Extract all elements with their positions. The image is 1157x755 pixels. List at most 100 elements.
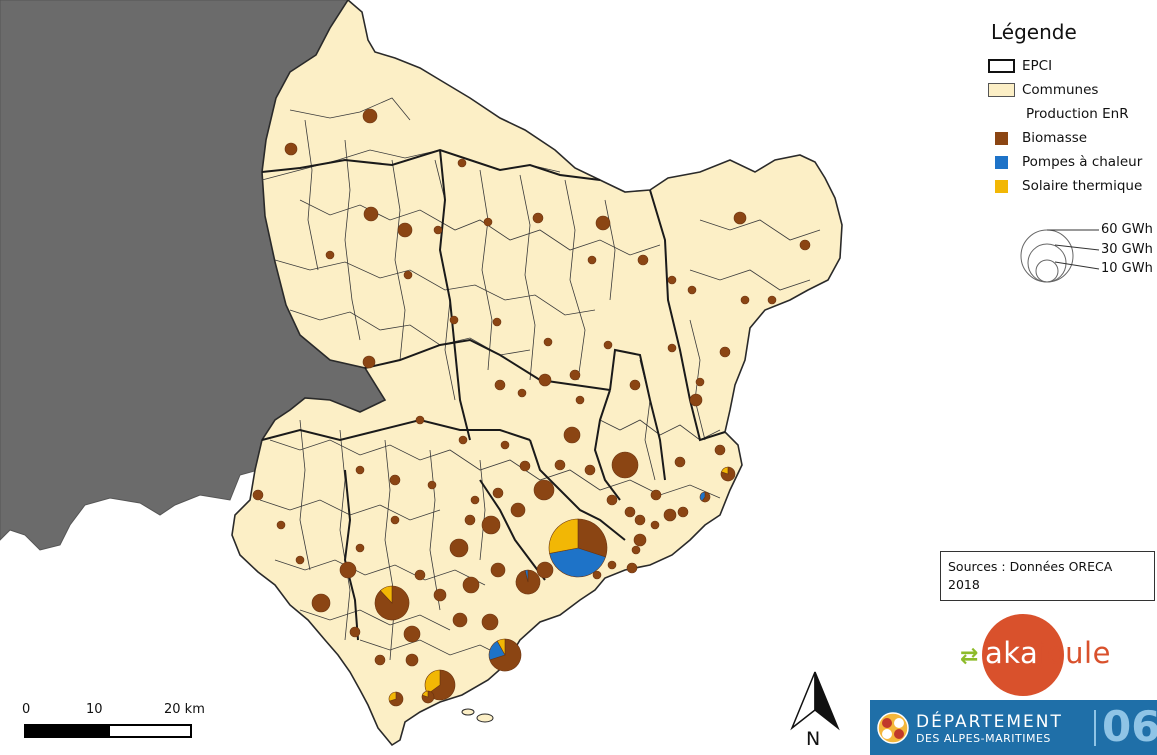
size-legend: 60 GWh 30 GWh 10 GWh [1015,222,1157,288]
department-territory [231,0,843,747]
pie-slice [689,393,703,407]
legend-title: Légende [991,20,1077,44]
communes-swatch [988,83,1015,97]
pie-slice [549,547,606,578]
pie-slice [695,377,705,387]
island [476,713,494,723]
pie-slice [252,489,264,501]
pie-slice [362,355,376,369]
sources-line1: Sources : Données ORECA [948,559,1113,574]
pie-slice [650,489,662,501]
pie-slice [510,502,526,518]
size-leader-10 [1054,261,1100,270]
pie-slice [355,465,365,475]
pie-slice [325,250,335,260]
island [461,708,475,716]
pie-slice [414,569,426,581]
pie-slice [577,518,608,558]
pie-slice [606,494,618,506]
pie-slice [674,456,686,468]
pie-slice [595,215,611,231]
scale-bar: 0 10 20 km [22,702,212,742]
seal-icon [877,712,909,744]
pie-slice [629,379,641,391]
pie-slice [701,491,711,503]
pie-slice [388,691,397,702]
legend-pac-label: Pompes à chaleur [1022,154,1143,170]
north-arrow: N [780,670,850,755]
scale-tick-0: 0 [22,702,31,717]
pie-slice [276,520,286,530]
sources-box: Sources : Données ORECA 2018 [940,551,1155,601]
pie-charts-layer [252,108,811,707]
pie-slice [492,487,504,499]
pie-slice [767,295,777,305]
north-arrow-icon [790,671,816,731]
pie-slice [470,495,480,505]
departement-banner [870,700,1157,755]
departement-number: 06 [1102,702,1157,751]
pie-slice [687,285,697,295]
pie-slice [339,561,357,579]
pie-slice [740,295,750,305]
pie-slice [634,514,646,526]
pie-slice [554,459,566,471]
north-label: N [806,728,821,750]
pie-slice [663,508,677,522]
pac-swatch [995,155,1008,169]
pie-slice [311,593,331,613]
arrows-icon: ⇄ [960,644,979,669]
pie-slice [295,555,305,565]
pie-slice [379,585,393,604]
pie-slice [533,479,555,501]
pie-slice [631,545,641,555]
legend-epci: EPCI [988,54,1157,78]
legend-biomasse: Biomasse [988,126,1157,150]
pie-slice [421,690,429,698]
pie-slice [611,451,639,479]
pie-slice [415,415,425,425]
pie-slice [449,538,469,558]
pie-slice [517,388,527,398]
pie-slice [575,395,585,405]
pie-slice [592,570,602,580]
pie-slice [500,440,510,450]
legend-communes-label: Communes [1022,82,1099,98]
size-leader-30 [1054,244,1100,251]
pie-slice [389,474,401,486]
pie-slice [433,588,447,602]
pie-slice [363,206,379,222]
pie-slice [719,346,731,358]
pie-slice [483,217,493,227]
pie-slice [374,654,386,666]
pie-slice [667,343,677,353]
pie-slice [587,255,597,265]
scale-segment-white [108,724,192,738]
pie-slice [490,562,506,578]
pie-slice [284,142,298,156]
pie-slice [677,506,689,518]
scale-tick-20: 20 km [164,702,205,717]
pie-slice [457,158,467,168]
pie-slice [536,561,554,579]
pie-slice [449,315,459,325]
pie-slice [492,317,502,327]
legend-solaire-label: Solaire thermique [1022,178,1143,194]
pie-slice [355,543,365,553]
akajoule-circle [982,614,1064,696]
departement-subtitle: DES ALPES-MARITIMES [916,732,1051,745]
pie-slice [733,211,747,225]
pie-slice [349,626,361,638]
pie-slice [403,270,413,280]
legend-biomasse-label: Biomasse [1022,130,1088,146]
pie-slice [548,518,579,554]
pie-slice [650,520,660,530]
pie-slice [405,653,419,667]
biomasse-swatch [995,131,1008,145]
size-label-60: 60 GWh [1101,222,1153,237]
pie-slice [667,275,677,285]
pie-slice [452,612,468,628]
pie-slice [489,638,522,672]
pie-slice [532,212,544,224]
